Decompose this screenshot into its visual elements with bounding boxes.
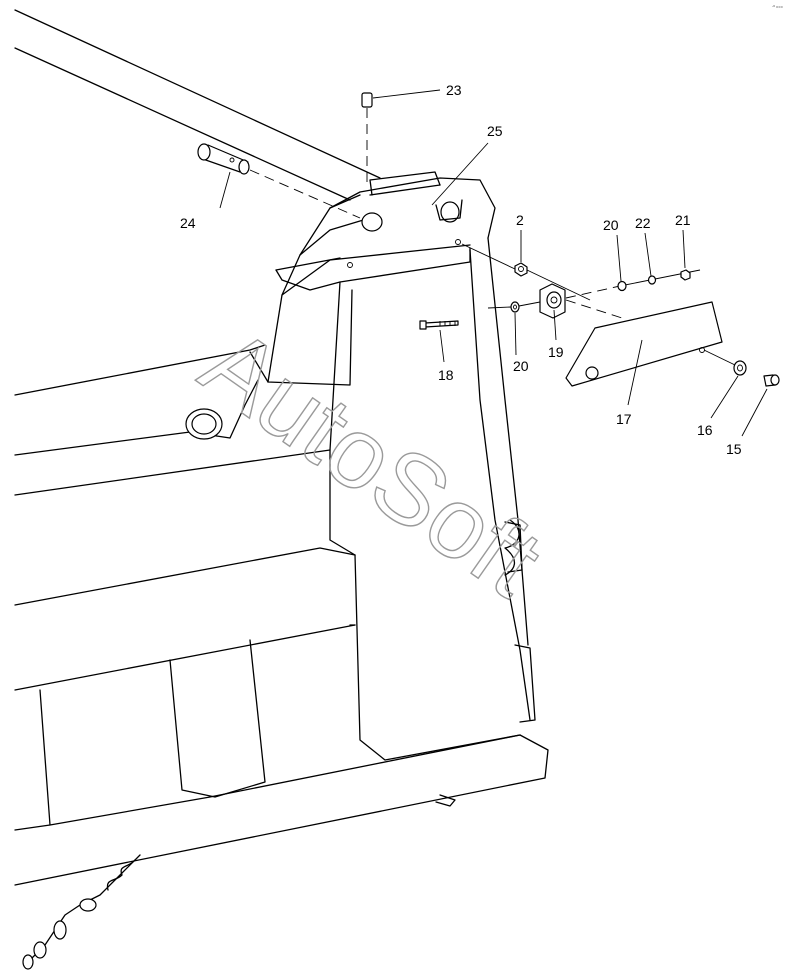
callout-18: 18 — [438, 367, 454, 383]
callout-25: 25 — [487, 123, 503, 139]
callout-19: 19 — [548, 344, 564, 360]
part-18-bolt — [419, 320, 459, 330]
chain-assembly — [22, 794, 456, 970]
callout-labels: 23 25 24 2 20 22 21 19 20 18 17 16 15 — [180, 82, 742, 457]
part-19-block — [539, 283, 566, 319]
bucket-body — [14, 344, 549, 886]
callout-20-lower: 20 — [513, 358, 529, 374]
part-23-cap — [361, 92, 373, 185]
parts-16-15-hardware — [703, 349, 780, 387]
crossbar-tube — [14, 9, 381, 201]
leader-lines — [219, 89, 768, 437]
part-20-washer-lower — [487, 301, 541, 313]
callout-21: 21 — [675, 212, 691, 228]
corner-mark: ·º === — [772, 4, 784, 9]
callout-15: 15 — [726, 441, 742, 457]
callout-17: 17 — [616, 411, 632, 427]
part-17-plate — [565, 299, 723, 387]
callout-23: 23 — [446, 82, 462, 98]
watermark: AutoSoft — [182, 306, 561, 618]
callout-24: 24 — [180, 215, 196, 231]
callout-16: 16 — [697, 422, 713, 438]
part-2-nut — [461, 243, 591, 301]
parts-20-22-21-fasteners — [565, 269, 701, 299]
callout-20-upper: 20 — [603, 217, 619, 233]
callout-22: 22 — [635, 215, 651, 231]
part-24-pin — [197, 143, 361, 219]
upright-post — [249, 171, 536, 723]
callout-2: 2 — [516, 212, 524, 228]
